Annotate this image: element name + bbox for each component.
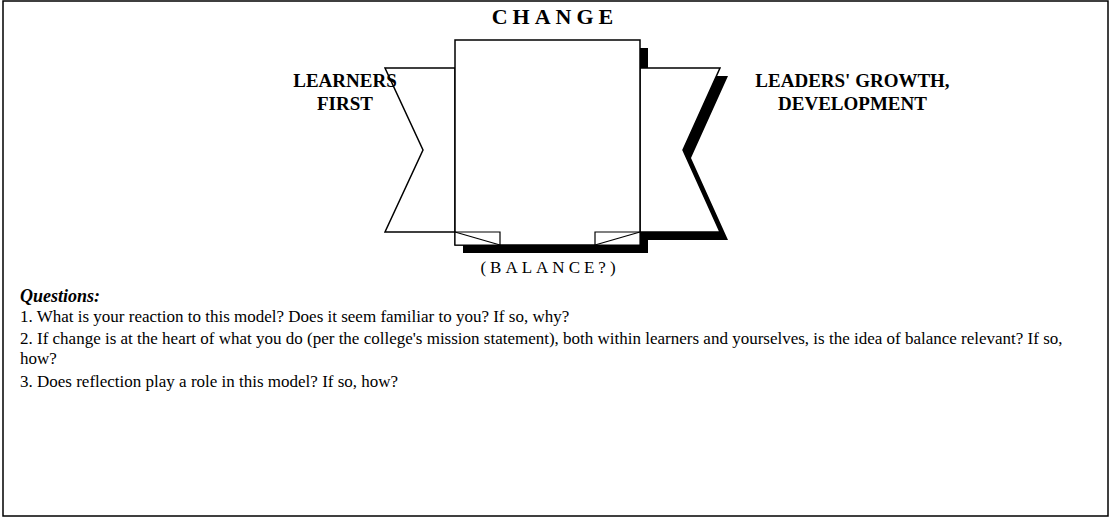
question-item: 1. What is your reaction to this model? … bbox=[20, 307, 1100, 327]
ribbon-panel bbox=[455, 40, 640, 245]
question-item: 2. If change is at the heart of what you… bbox=[20, 329, 1100, 370]
question-item: 3. Does reflection play a role in this m… bbox=[20, 372, 1100, 392]
ribbon-fold bbox=[455, 232, 500, 245]
ribbon-fold bbox=[595, 232, 640, 245]
ribbon-fold bbox=[595, 232, 640, 245]
diagram-title: CHANGE bbox=[355, 4, 755, 30]
side-label: LEADERS' GROWTH, DEVELOPMENT bbox=[745, 70, 960, 116]
ribbon-tail bbox=[385, 68, 455, 232]
frame-border bbox=[3, 1, 1108, 516]
side-label: LEARNERS FIRST bbox=[280, 70, 410, 116]
ribbon-tail bbox=[640, 68, 720, 232]
balance-label: (BALANCE?) bbox=[405, 258, 695, 278]
questions-heading: Questions: bbox=[20, 286, 420, 308]
ribbon-fold bbox=[455, 232, 500, 245]
